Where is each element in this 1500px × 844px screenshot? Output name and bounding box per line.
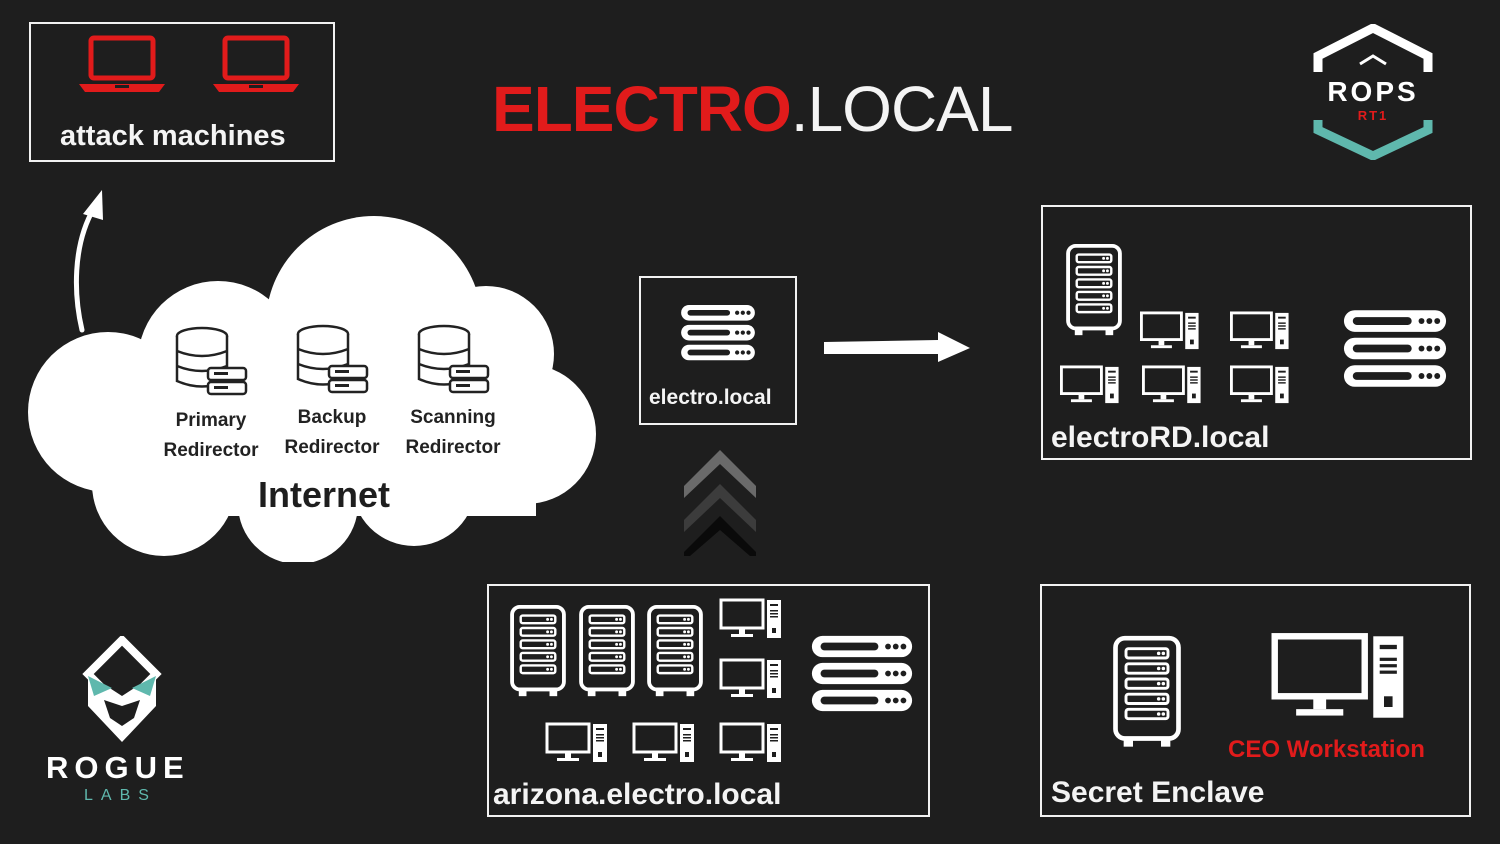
arizona-electro-local-box: arizona.electro.local	[487, 584, 930, 817]
laptop-icon	[211, 34, 301, 94]
attack-machines-box: attack machines	[29, 22, 335, 162]
scanning-redirector-label: Scanning Redirector	[405, 407, 501, 458]
database-icon	[295, 324, 371, 396]
arizona-electro-local-label: arizona.electro.local	[493, 778, 782, 811]
database-icon	[416, 324, 492, 396]
workstation-icon	[1229, 311, 1291, 351]
workstation-icon	[719, 658, 783, 700]
laptop-icon	[77, 34, 167, 94]
workstation-icon	[1139, 311, 1201, 351]
attack-machines-label: attack machines	[60, 120, 286, 152]
rogue-labs-icon	[82, 636, 162, 742]
rogue-labs-name: ROGUE	[46, 750, 190, 785]
electro-local-box: electro.local	[639, 276, 797, 425]
title-part-local: .LOCAL	[790, 73, 1014, 145]
internet-label: Internet	[258, 474, 391, 515]
chevrons-up-icon	[684, 450, 756, 556]
backup-redirector-label: Backup Redirector	[284, 407, 380, 458]
server-rack-icon	[509, 604, 567, 700]
workstation-icon	[719, 722, 783, 764]
server-icon	[809, 632, 915, 716]
server-icon	[679, 302, 757, 364]
workstation-icon	[1059, 365, 1121, 405]
server-rack-icon	[1112, 634, 1182, 752]
workstation-icon	[1229, 365, 1291, 405]
server-rack-icon	[1065, 243, 1123, 339]
rops-name: ROPS	[1327, 76, 1419, 107]
electrord-local-label: electroRD.local	[1051, 421, 1270, 454]
electrord-local-box: electroRD.local	[1041, 205, 1472, 460]
page-title: ELECTRO.LOCAL	[492, 72, 1014, 146]
electro-local-label: electro.local	[649, 386, 772, 409]
secret-enclave-label: Secret Enclave	[1051, 776, 1265, 809]
right-arrow-icon	[824, 332, 970, 362]
server-rack-icon	[646, 604, 704, 700]
secret-enclave-box: CEO Workstation Secret Enclave	[1040, 584, 1471, 817]
server-rack-icon	[578, 604, 636, 700]
workstation-icon	[545, 722, 609, 764]
ceo-workstation-label: CEO Workstation	[1228, 736, 1425, 763]
primary-redirector-label: Primary Redirector	[163, 410, 259, 461]
server-icon	[1341, 307, 1449, 391]
rops-logo: ROPS RT1	[1310, 24, 1436, 160]
rogue-labs-sub: LABS	[84, 787, 157, 804]
workstation-icon	[1141, 365, 1203, 405]
rops-sub: RT1	[1357, 108, 1389, 123]
workstation-icon	[632, 722, 696, 764]
workstation-icon	[719, 598, 783, 640]
database-icon	[174, 326, 250, 398]
ceo-workstation-icon	[1264, 632, 1414, 722]
rops-hexagon-icon	[1313, 24, 1433, 160]
internet-cloud	[28, 216, 596, 562]
title-part-electro: ELECTRO	[492, 73, 792, 145]
curved-arrow-icon	[73, 190, 103, 333]
